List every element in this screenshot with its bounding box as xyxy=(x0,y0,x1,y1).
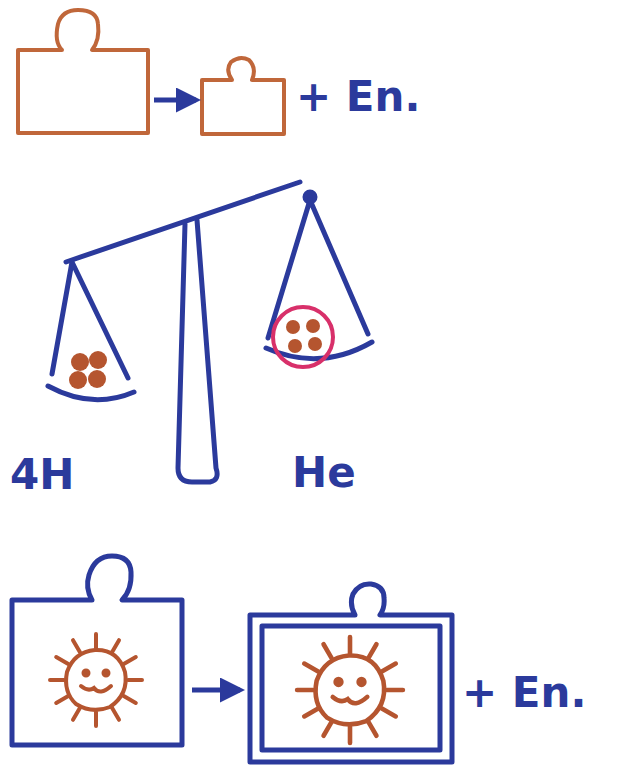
sun-icon xyxy=(297,637,403,743)
formula-label: He xyxy=(292,450,356,496)
helium-nucleons xyxy=(286,319,322,353)
sun-icon xyxy=(50,634,142,726)
formula-label: 4H xyxy=(10,452,74,498)
energy-label: + En. xyxy=(296,74,420,120)
mass-weight xyxy=(18,10,284,134)
energy-label: + En. xyxy=(462,670,586,716)
helium-nucleus xyxy=(273,307,333,367)
arrow xyxy=(154,98,196,103)
hydrogen-nuclei xyxy=(69,351,107,389)
balance-scale xyxy=(48,182,372,482)
sun-weight xyxy=(12,556,452,762)
arrow xyxy=(192,688,240,693)
